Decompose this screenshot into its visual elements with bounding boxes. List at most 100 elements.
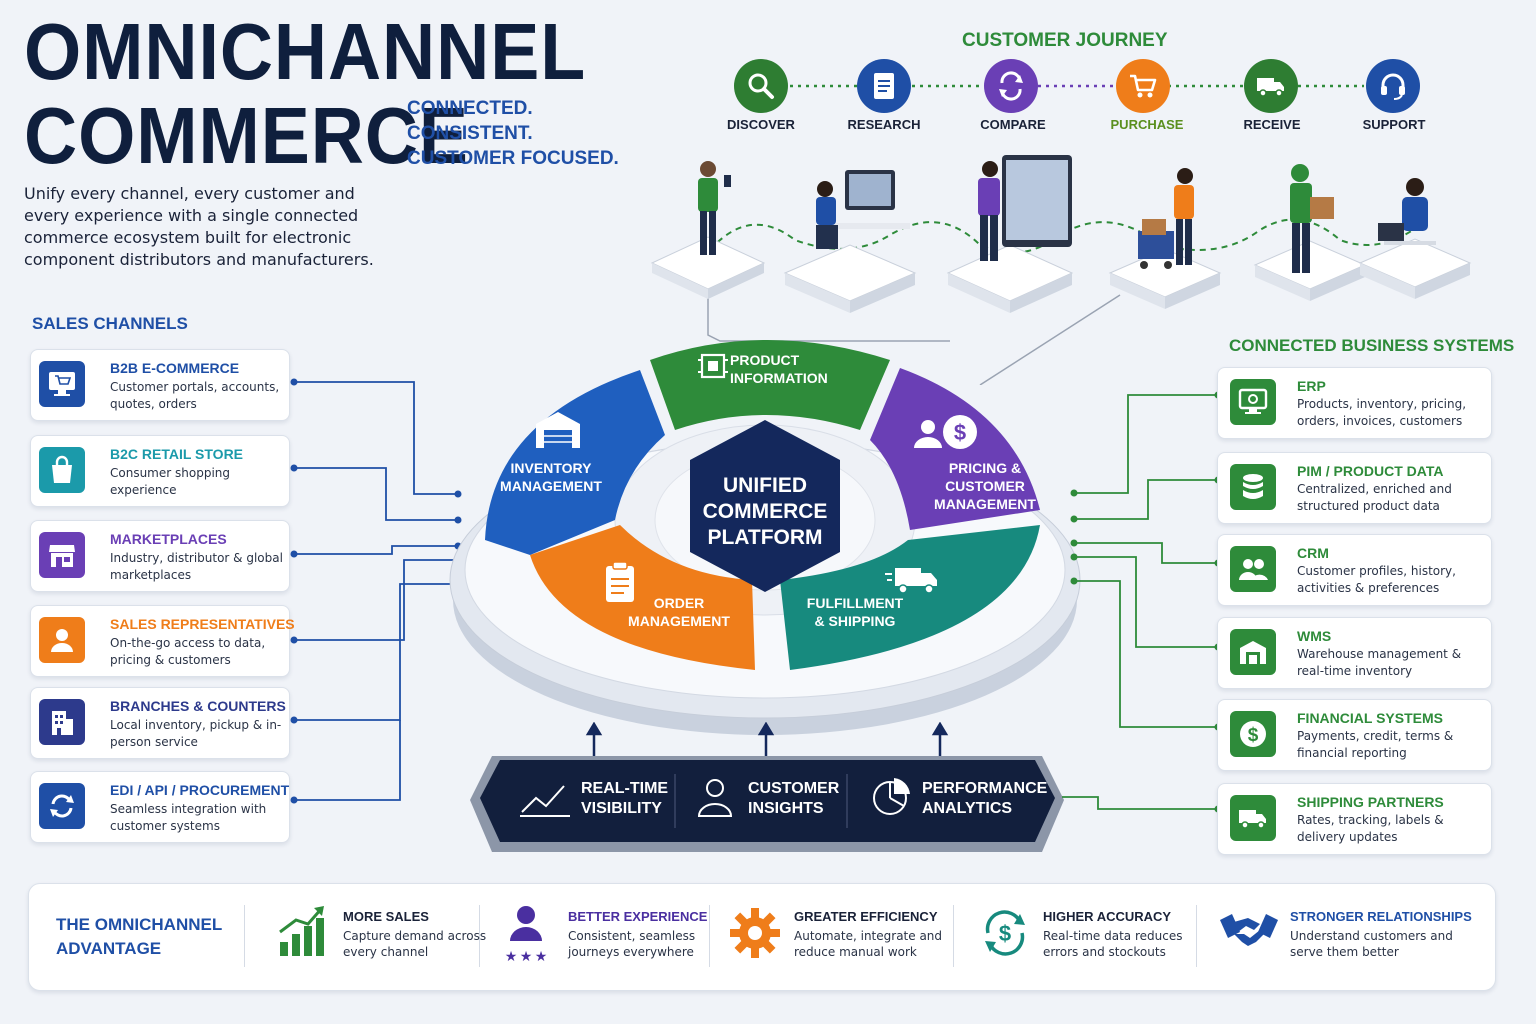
bar-arrows [585, 722, 949, 756]
journey-title: CUSTOMER JOURNEY [962, 30, 1168, 51]
channel-b2b-ecommerce[interactable]: B2B E-COMMERCE Customer portals, account… [30, 349, 290, 421]
segment-label-product: PRODUCT INFORMATION [730, 351, 828, 387]
advantage-item-title: GREATER EFFICIENCY [794, 909, 938, 924]
compare-step [984, 59, 1038, 113]
svg-text:★: ★ [505, 949, 518, 963]
truck-icon [1257, 78, 1284, 97]
segment-pricing-customer [870, 368, 1040, 530]
building-icon [39, 699, 85, 745]
channel-name: B2C RETAIL STORE [110, 446, 244, 462]
segment-fulfillment-shipping [780, 525, 1040, 670]
bar-label-line: PERFORMANCE [922, 780, 1048, 797]
system-wms[interactable]: WMS Warehouse management & real-time inv… [1217, 617, 1492, 689]
trend-line-icon [520, 785, 570, 817]
system-erp[interactable]: ERP Products, inventory, pricing, orders… [1217, 367, 1492, 439]
journey-label-compare: COMPARE [980, 117, 1046, 132]
system-shipping[interactable]: SHIPPING PARTNERS Rates, tracking, label… [1217, 783, 1492, 855]
storefront-icon [39, 532, 85, 578]
sales-channels-title: SALES CHANNELS [32, 314, 188, 333]
tagline-line-1: CONNECTED. [407, 98, 533, 119]
monitor-cart-icon [39, 361, 85, 407]
segment-label-line: INVENTORY [510, 460, 592, 476]
segment-order-management [530, 525, 755, 670]
system-financial[interactable]: $ FINANCIAL SYSTEMS Payments, credit, te… [1217, 699, 1492, 771]
journey-illustration [650, 155, 1472, 385]
channel-desc: Consumer shopping experience [110, 466, 230, 497]
tagline-line-2: CONSISTENT. [407, 123, 533, 144]
svg-text:★: ★ [535, 949, 548, 963]
bar-label-line: INSIGHTS [748, 800, 824, 817]
journey-label-discover: DISCOVER [727, 117, 795, 132]
system-desc: Centralized, enriched and structured pro… [1297, 482, 1452, 513]
monitor-gear-icon [1230, 379, 1276, 425]
divider [479, 905, 480, 967]
segment-inventory-management [485, 370, 665, 555]
bar-growth-icon [279, 906, 324, 956]
segment-label-fulfillment: FULFILLMENT & SHIPPING [800, 594, 910, 630]
advantage-item-title: BETTER EXPERIENCE [568, 909, 708, 924]
advantage-item-desc: Automate, integrate and reduce manual wo… [794, 929, 943, 959]
journey-label-support: SUPPORT [1362, 117, 1426, 132]
system-desc: Customer profiles, history, activities &… [1297, 564, 1456, 595]
database-icon [1230, 464, 1276, 510]
segment-label-line: & SHIPPING [814, 613, 896, 629]
system-crm[interactable]: CRM Customer profiles, history, activiti… [1217, 534, 1492, 606]
dollar-icon: $ [1230, 711, 1276, 757]
advantage-item-title: STRONGER RELATIONSHIPS [1290, 909, 1472, 924]
platform-receive [1253, 164, 1367, 301]
support-step [1366, 59, 1420, 113]
channel-branches[interactable]: BRANCHES & COUNTERS Local inventory, pic… [30, 687, 290, 759]
truck-icon [885, 568, 937, 594]
advantage-title: THE OMNICHANNEL ADVANTAGE [56, 913, 222, 961]
svg-text:$: $ [999, 921, 1011, 946]
title-line-1: OMNICHANNEL [24, 7, 587, 96]
center-label-line: UNIFIED [723, 474, 807, 497]
channel-name: B2B E-COMMERCE [110, 360, 240, 376]
channel-edi-api[interactable]: EDI / API / PROCUREMENT Seamless integra… [30, 771, 290, 843]
segment-label-line: PRODUCT [730, 352, 800, 368]
purchase-step [1116, 59, 1170, 113]
channel-desc: Local inventory, pickup & in-person serv… [110, 718, 282, 749]
system-name: WMS [1297, 628, 1332, 644]
svg-text:$: $ [1248, 725, 1259, 746]
journey-label-purchase: PURCHASE [1110, 117, 1184, 132]
handshake-icon [1220, 914, 1278, 946]
divider [1196, 905, 1197, 967]
bar-label-line: REAL-TIME [581, 780, 669, 797]
pie-chart-icon [873, 778, 910, 815]
bar-label-line: ANALYTICS [922, 800, 1013, 817]
center-hexagon [690, 420, 840, 592]
advantage-item-title: HIGHER ACCURACY [1043, 909, 1172, 924]
system-name: PIM / PRODUCT DATA [1297, 463, 1444, 479]
advantage-title-line: ADVANTAGE [56, 939, 162, 958]
channel-sales-reps[interactable]: SALES REPRESENTATIVES On-the-go access t… [30, 605, 295, 677]
receive-step [1244, 59, 1298, 113]
system-name: SHIPPING PARTNERS [1297, 794, 1444, 810]
warehouse-icon [1230, 629, 1276, 675]
system-desc: Products, inventory, pricing, orders, in… [1297, 397, 1467, 428]
platform-purchase [1108, 168, 1222, 309]
platform-center-label: UNIFIED COMMERCE PLATFORM [690, 473, 840, 551]
segment-label-order: ORDER MANAGEMENT [624, 594, 734, 630]
svg-text:$: $ [954, 420, 966, 445]
system-pim[interactable]: PIM / PRODUCT DATA Centralized, enriched… [1217, 452, 1492, 524]
tagline-line-3: CUSTOMER FOCUSED. [407, 148, 619, 169]
system-name: CRM [1297, 545, 1329, 561]
platform-compare [946, 155, 1074, 313]
segment-label-line: FULFILLMENT [806, 595, 904, 611]
shopping-bag-icon [39, 447, 85, 493]
bar-label-analytics: PERFORMANCE ANALYTICS [922, 779, 1047, 819]
segment-label-line: INFORMATION [730, 370, 828, 386]
truck-icon [1230, 795, 1276, 841]
bar-label-insights: CUSTOMER INSIGHTS [748, 779, 839, 819]
channel-b2c-retail[interactable]: B2C RETAIL STORE Consumer shopping exper… [30, 435, 290, 507]
gear-icon [730, 908, 780, 958]
channel-marketplaces[interactable]: MARKETPLACES Industry, distributor & glo… [30, 520, 290, 592]
bar-label-visibility: REAL-TIME VISIBILITY [581, 779, 668, 819]
channel-name: BRANCHES & COUNTERS [110, 698, 286, 714]
person-dollar-icon: $ [914, 415, 977, 449]
segment-label-line: MANAGEMENT [500, 478, 602, 494]
divider [244, 905, 245, 967]
system-desc: Rates, tracking, labels & delivery updat… [1297, 813, 1444, 844]
bar-label-line: CUSTOMER [748, 780, 840, 797]
